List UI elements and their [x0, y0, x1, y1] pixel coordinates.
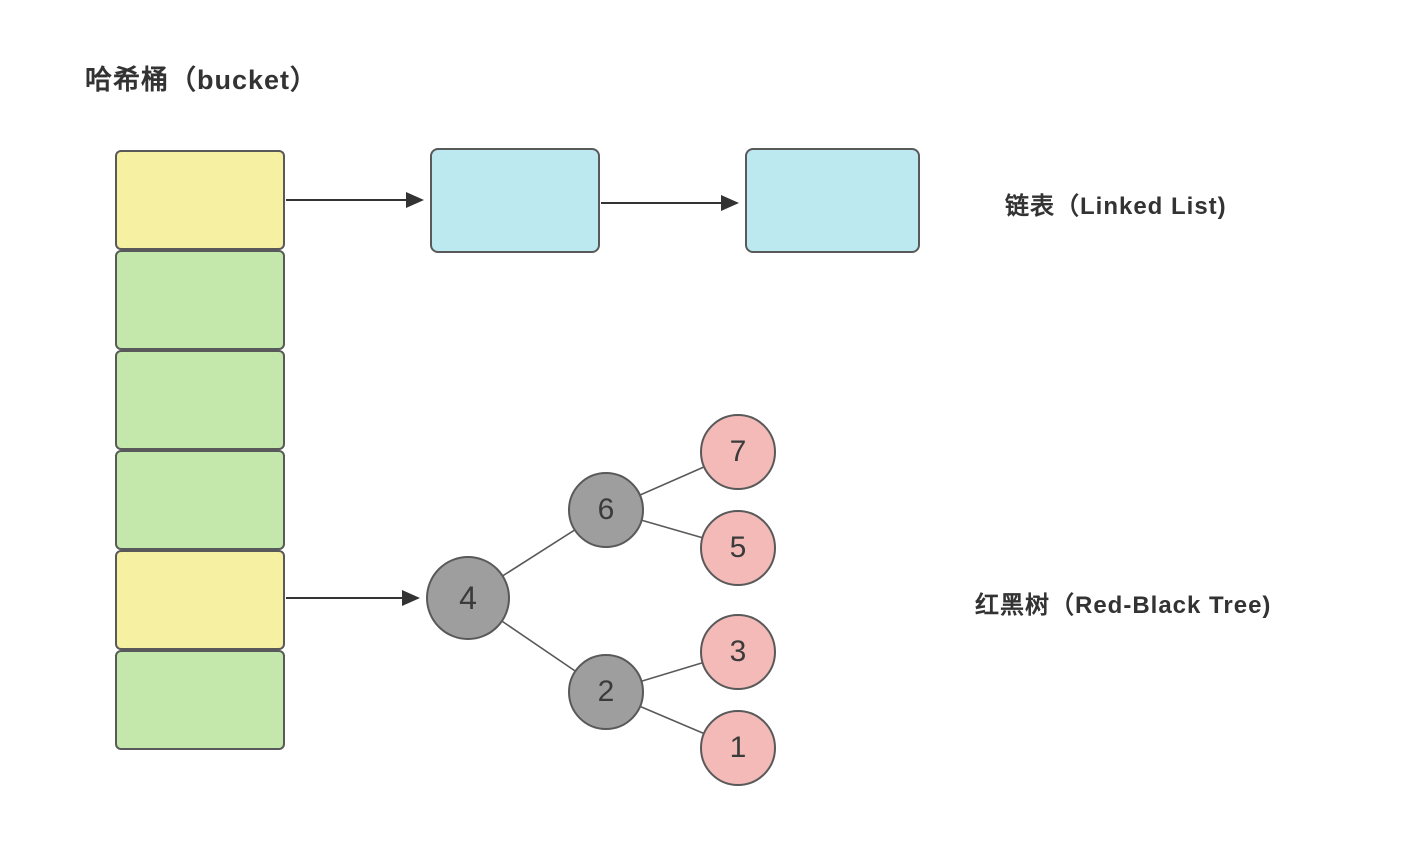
tree-node-4: 4: [426, 556, 510, 640]
tree-node-3: 3: [700, 614, 776, 690]
tree-node-1: 1: [700, 710, 776, 786]
linked-list-label: 链表（Linked List): [1005, 193, 1227, 220]
tree-node-2: 2: [568, 654, 644, 730]
bucket-cell-5: [115, 650, 285, 750]
bucket-cell-1: [115, 250, 285, 350]
tree-node-5: 5: [700, 510, 776, 586]
bucket-cell-4: [115, 550, 285, 650]
bucket-cell-2: [115, 350, 285, 450]
tree-node-7: 7: [700, 414, 776, 490]
bucket-cell-0: [115, 150, 285, 250]
diagram-title: 哈希桶（bucket）: [85, 65, 319, 95]
bucket-cell-3: [115, 450, 285, 550]
linked-list-node-1: [430, 148, 600, 253]
tree-node-6: 6: [568, 472, 644, 548]
linked-list-node-2: [745, 148, 920, 253]
red-black-tree-label: 红黑树（Red-Black Tree): [975, 592, 1272, 619]
